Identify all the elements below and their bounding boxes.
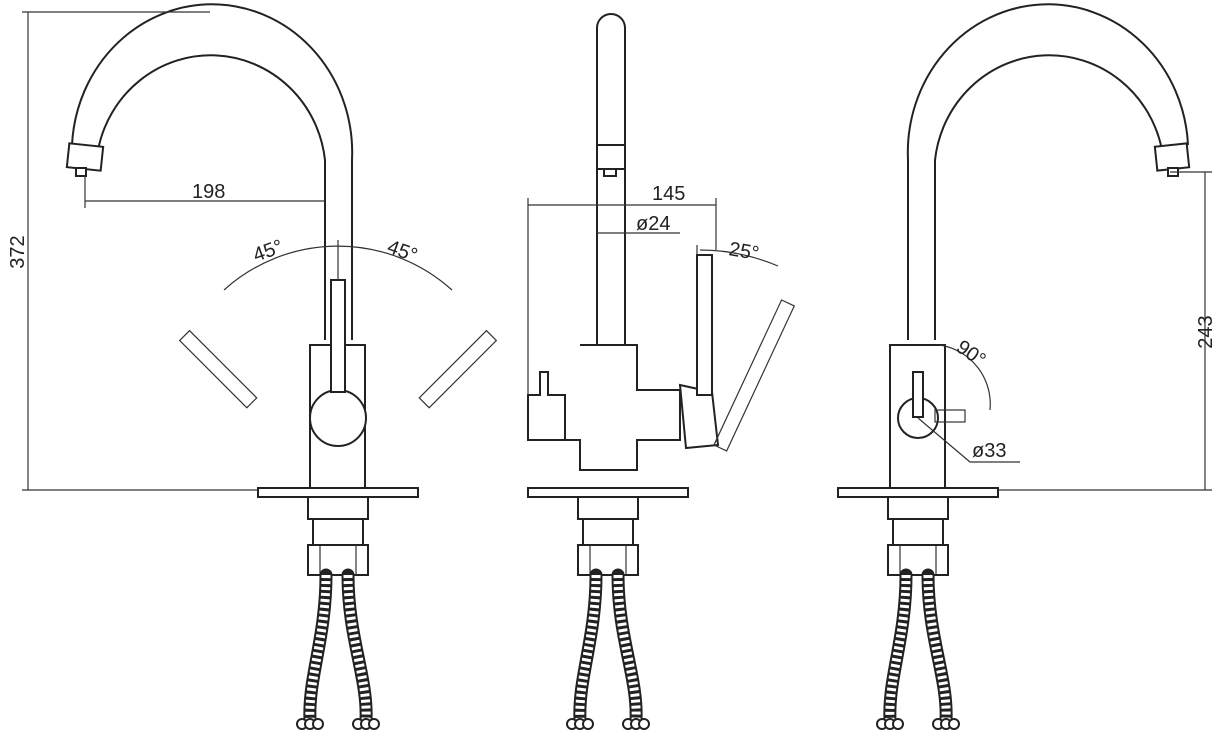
dim-spout-height: 243 — [1195, 315, 1217, 348]
dim-lever-tilt: 25° — [727, 238, 761, 265]
dim-spout-reach: 198 — [192, 181, 225, 203]
dim-body-diameter: ø33 — [972, 440, 1006, 462]
dim-lever-rotation: 90° — [952, 336, 989, 371]
side-view: 145 ø24 25° — [528, 13, 796, 729]
dim-right-angle: 45° — [384, 236, 420, 267]
dim-left-angle: 45° — [250, 236, 286, 267]
rear-view: 243 90° ø33 — [838, 3, 1217, 729]
dim-depth: 145 — [652, 183, 685, 205]
dim-total-height: 372 — [7, 235, 29, 268]
front-view: 198 372 45° 45° — [7, 3, 498, 729]
dim-tube-diameter: ø24 — [636, 213, 670, 235]
